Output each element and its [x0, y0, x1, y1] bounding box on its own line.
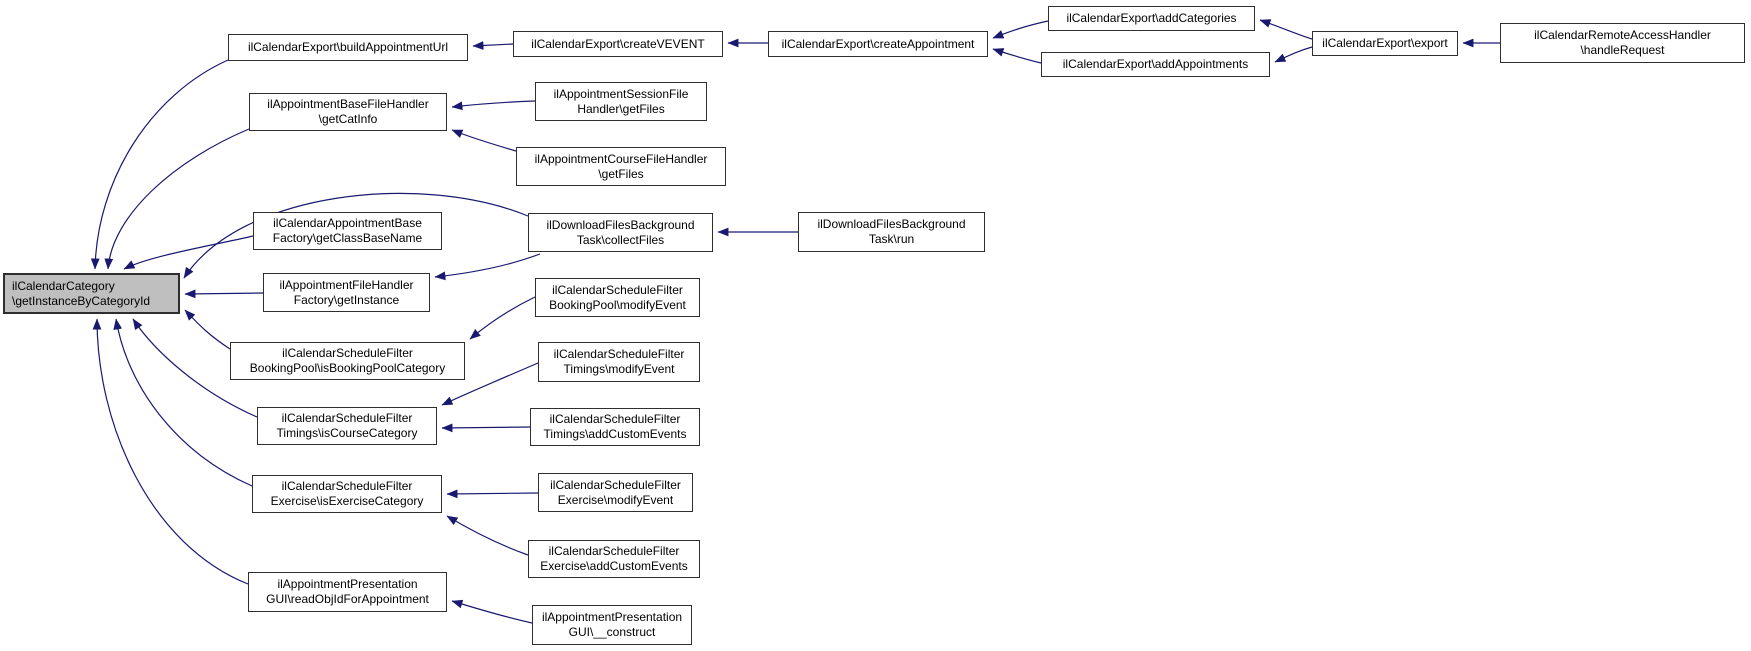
main-node-main: ilCalendarCategory\getInstanceByCategory… — [3, 273, 180, 314]
edge-createVEVENT-to-buildAppointmentUrl — [472, 41, 514, 50]
node-createVEVENT[interactable]: ilCalendarExport\createVEVENT — [513, 31, 723, 57]
node-label-line: ilCalendarExport\export — [1322, 36, 1448, 50]
node-label-line: ilAppointmentPresentation — [277, 577, 418, 591]
node-label-line: ilCalendarExport\addCategories — [1066, 11, 1237, 25]
node-label-line: Task\collectFiles — [576, 232, 665, 247]
node-courseGetFiles[interactable]: ilAppointmentCourseFileHandler\getFiles — [516, 147, 726, 186]
node-export[interactable]: ilCalendarExport\export — [1312, 31, 1458, 56]
node-label-line: ilAppointmentPresentation — [541, 610, 683, 624]
node-label-line: Handler\getFiles — [577, 101, 665, 116]
node-label-line: BookingPool\isBookingPoolCategory — [249, 361, 446, 375]
node-getCatInfo[interactable]: ilAppointmentBaseFileHandler\getCatInfo — [249, 93, 447, 131]
node-label-line: Timings\modifyEvent — [563, 362, 675, 376]
edge-bookingPoolModifyEvent-to-isBookingPoolCategory — [469, 296, 536, 340]
node-label-line: ilDownloadFilesBackground — [546, 217, 695, 232]
edge-getCatInfo-to-main — [104, 128, 250, 270]
node-label-line: Exercise\modifyEvent — [557, 492, 674, 507]
edge-export-to-addCategories — [1259, 19, 1313, 40]
node-label-line: ilCalendarScheduleFilter — [281, 479, 413, 493]
node-label-line: ilCalendarScheduleFilter — [281, 411, 413, 425]
node-addAppointments[interactable]: ilCalendarExport\addAppointments — [1041, 52, 1270, 77]
edge-getClassBaseName-to-main — [123, 235, 254, 270]
node-label-line: ilAppointmentFileHandler — [279, 277, 414, 292]
edge-isBookingPoolCategory-to-main — [184, 309, 231, 350]
node-label-line: ilAppointmentCourseFileHandler — [534, 151, 708, 166]
node-buildAppointmentUrl[interactable]: ilCalendarExport\buildAppointmentUrl — [228, 34, 468, 61]
node-label-line: Exercise\addCustomEvents — [540, 559, 688, 573]
node-label-line: ilCalendarRemoteAccessHandler — [1534, 28, 1711, 42]
edge-export-to-addAppointments — [1274, 46, 1313, 63]
node-label-line: \getCatInfo — [318, 112, 378, 126]
node-label-line: Factory\getInstance — [293, 292, 400, 307]
edge-guiConstruct-to-readObjIdForAppointment — [451, 599, 533, 624]
edge-factoryGetInstance-to-main — [184, 289, 264, 299]
node-label-line: BookingPool\modifyEvent — [549, 297, 686, 312]
edge-sessionGetFiles-to-getCatInfo — [451, 100, 536, 111]
node-label-line: ilAppointmentSessionFile — [553, 86, 689, 101]
node-label-line: ilCalendarScheduleFilter — [553, 347, 685, 361]
node-label-line: ilCalendarScheduleFilter — [548, 544, 680, 558]
node-label-line: Timings\addCustomEvents — [543, 427, 687, 441]
edge-exerciseModifyEvent-to-isExerciseCategory — [446, 489, 539, 499]
edge-courseGetFiles-to-getCatInfo — [451, 129, 517, 152]
node-label-line: ilCalendarScheduleFilter — [282, 346, 413, 360]
node-label-line: ilCalendarExport\addAppointments — [1062, 57, 1249, 71]
node-label-line: Factory\getClassBaseName — [272, 231, 423, 245]
node-label-line: ilAppointmentBaseFileHandler — [267, 97, 429, 111]
node-label-line: Exercise\isExerciseCategory — [270, 494, 424, 508]
node-handleRequest[interactable]: ilCalendarRemoteAccessHandler\handleRequ… — [1500, 23, 1745, 63]
node-createAppointment[interactable]: ilCalendarExport\createAppointment — [768, 31, 988, 57]
node-label-line: \getFiles — [598, 166, 644, 181]
edge-exerciseAddCustomEvents-to-isExerciseCategory — [446, 515, 529, 556]
edge-timingsAddCustomEvents-to-isCourseCategory — [441, 423, 531, 433]
node-label-line: GUI\readObjIdForAppointment — [266, 592, 429, 606]
node-label-line: ilDownloadFilesBackground — [817, 217, 966, 231]
edge-addAppointments-to-createAppointment — [992, 48, 1042, 64]
edge-addCategories-to-createAppointment — [992, 20, 1049, 39]
node-label-line: ilCalendarScheduleFilter — [550, 477, 681, 492]
node-label-line: ilCalendarCategory — [12, 278, 115, 293]
node-label-line: Timings\isCourseCategory — [276, 426, 418, 440]
node-label-line: ilCalendarScheduleFilter — [552, 282, 683, 297]
node-label-line: ilCalendarAppointmentBase — [273, 216, 422, 230]
node-addCategories[interactable]: ilCalendarExport\addCategories — [1048, 6, 1255, 31]
node-label-line: Task\run — [868, 232, 915, 246]
node-label-line: ilCalendarScheduleFilter — [549, 412, 681, 426]
node-label-line: GUI\__construct — [568, 625, 656, 639]
node-label-line: ilCalendarExport\createVEVENT — [531, 36, 705, 51]
node-label-line: \getInstanceByCategoryId — [12, 293, 151, 308]
edge-collectFiles-to-factoryGetInstance — [434, 253, 541, 281]
node-label-line: ilCalendarExport\buildAppointmentUrl — [247, 40, 449, 54]
edge-buildAppointmentUrl-to-main — [90, 59, 229, 270]
node-label-line: ilCalendarExport\createAppointment — [781, 36, 975, 51]
edge-readObjIdForAppointment-to-main — [92, 318, 249, 585]
node-label-line: \handleRequest — [1580, 43, 1665, 57]
